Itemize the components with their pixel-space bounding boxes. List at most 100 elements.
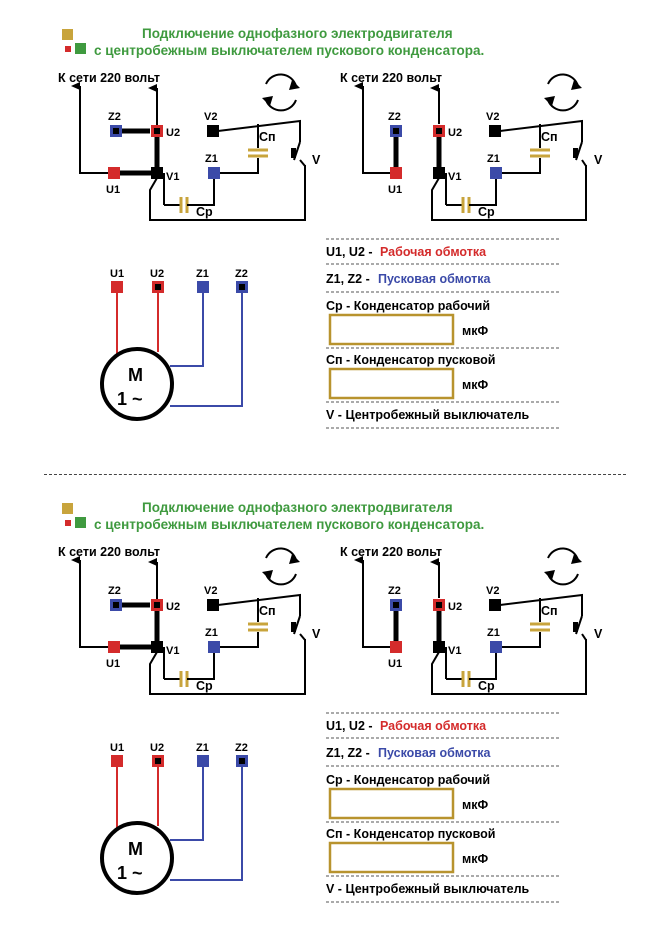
terminal-u1-right bbox=[390, 167, 402, 179]
title-line-2: с центробежным выключателем пускового ко… bbox=[94, 517, 484, 532]
gold-square-icon bbox=[62, 29, 73, 40]
label-v2: V2 bbox=[204, 111, 217, 123]
terminal-z1 bbox=[208, 167, 220, 179]
terminal-v2 bbox=[207, 125, 219, 137]
legend-u-terms: U1, U2 - bbox=[326, 245, 373, 259]
legend-run-cap: Cp - Конденсатор рабочий bbox=[326, 299, 490, 313]
motor-m-label: M bbox=[128, 365, 143, 385]
red-square-icon bbox=[65, 520, 71, 526]
terminal-v2 bbox=[207, 599, 219, 611]
label-u2-right: U2 bbox=[448, 127, 462, 139]
motor-label-u2: U2 bbox=[150, 742, 164, 754]
legend-start-cap: Cп - Конденсатор пусковой bbox=[326, 827, 495, 841]
motor-label-z2: Z2 bbox=[235, 742, 248, 754]
run-capacitor-label-right: Cp bbox=[478, 679, 495, 693]
motor-circle bbox=[100, 821, 174, 895]
terminal-u1 bbox=[108, 167, 120, 179]
legend-mkf-1: мкФ bbox=[462, 324, 489, 338]
motor-terminal-z1 bbox=[197, 281, 209, 293]
legend-start-winding: Пусковая обмотка bbox=[378, 746, 492, 760]
label-v2: V2 bbox=[204, 585, 217, 597]
label-v2-right: V2 bbox=[486, 111, 499, 123]
terminal-u1 bbox=[108, 641, 120, 653]
legend-start-cap: Cп - Конденсатор пусковой bbox=[326, 353, 495, 367]
label-z2: Z2 bbox=[108, 111, 121, 123]
terminal-v2-right bbox=[489, 599, 501, 611]
terminal-v1-right bbox=[433, 641, 445, 653]
label-z1-right: Z1 bbox=[487, 153, 500, 165]
label-z1-right: Z1 bbox=[487, 627, 500, 639]
header: Подключение однофазного электродвигателя… bbox=[62, 26, 484, 58]
legend-z-terms: Z1, Z2 - bbox=[326, 272, 370, 286]
network-label-left: К сети 220 вольт bbox=[58, 545, 160, 559]
terminal-v2-right bbox=[489, 125, 501, 137]
header: Подключение однофазного электродвигателя… bbox=[62, 500, 484, 532]
legend-switch: V - Центробежный выключатель bbox=[326, 882, 530, 896]
green-square-icon bbox=[75, 517, 86, 528]
label-z1: Z1 bbox=[205, 627, 218, 639]
switch-label-right: V bbox=[594, 627, 603, 641]
green-square-icon bbox=[75, 43, 86, 54]
label-z2-right: Z2 bbox=[388, 111, 401, 123]
motor-label-u1: U1 bbox=[110, 742, 124, 754]
rotation-icon-right bbox=[544, 547, 582, 586]
terminal-z1-right bbox=[490, 167, 502, 179]
run-capacitor-label-right: Cp bbox=[478, 205, 495, 219]
legend-mkf-1: мкФ bbox=[462, 798, 489, 812]
motor-terminal-z1 bbox=[197, 755, 209, 767]
start-capacitor-label: Cп bbox=[259, 130, 276, 144]
legend: U1, U2 - Рабочая обмотка Z1, Z2 - Пусков… bbox=[326, 238, 560, 429]
start-cap-value-box[interactable] bbox=[328, 367, 455, 400]
label-z2-right: Z2 bbox=[388, 585, 401, 597]
label-u2: U2 bbox=[166, 127, 180, 139]
motor-m-label: M bbox=[128, 839, 143, 859]
label-u1: U1 bbox=[106, 184, 120, 196]
label-v1: V1 bbox=[166, 171, 179, 183]
legend-run-cap: Cp - Конденсатор рабочий bbox=[326, 773, 490, 787]
label-v1: V1 bbox=[166, 645, 179, 657]
label-z1: Z1 bbox=[205, 153, 218, 165]
motor-terminal-u1 bbox=[111, 755, 123, 767]
switch-label: V bbox=[312, 153, 321, 167]
legend-switch: V - Центробежный выключатель bbox=[326, 408, 530, 422]
gold-square-icon bbox=[62, 503, 73, 514]
label-u1: U1 bbox=[106, 658, 120, 670]
right-schematic: К сети 220 вольт Cp Cп V bbox=[340, 545, 603, 695]
label-u2-right: U2 bbox=[448, 601, 462, 613]
label-v1-right: V1 bbox=[448, 645, 461, 657]
left-schematic: К сети 220 вольт Cp Cп V bbox=[58, 71, 321, 221]
left-schematic: К сети 220 вольт Cp Cп V bbox=[58, 545, 321, 695]
terminal-v1 bbox=[151, 641, 163, 653]
bottom-diagram-sheet: Подключение однофазного электродвигателя… bbox=[0, 474, 670, 948]
title-line-2: с центробежным выключателем пускового ко… bbox=[94, 43, 484, 58]
legend-u-terms: U1, U2 - bbox=[326, 719, 373, 733]
motor-diagram: U1 U2 Z1 Z2 M 1 ~ bbox=[100, 742, 248, 895]
legend-work-winding: Рабочая обмотка bbox=[380, 719, 487, 733]
start-cap-value-box[interactable] bbox=[328, 841, 455, 874]
motor-terminal-u1 bbox=[111, 281, 123, 293]
title-line-1: Подключение однофазного электродвигателя bbox=[142, 500, 453, 515]
motor-label-u1: U1 bbox=[110, 268, 124, 280]
legend-z-terms: Z1, Z2 - bbox=[326, 746, 370, 760]
motor-label-z1: Z1 bbox=[196, 268, 209, 280]
legend-mkf-2: мкФ bbox=[462, 378, 489, 392]
cut-line-divider bbox=[44, 474, 626, 475]
motor-phase-label: 1 ~ bbox=[117, 863, 143, 883]
run-cap-value-box[interactable] bbox=[328, 787, 455, 820]
network-label-right: К сети 220 вольт bbox=[340, 71, 442, 85]
run-capacitor-label: Cp bbox=[196, 205, 213, 219]
label-v1-right: V1 bbox=[448, 171, 461, 183]
start-capacitor-label: Cп bbox=[259, 604, 276, 618]
run-cap-value-box[interactable] bbox=[328, 313, 455, 346]
start-capacitor-label-right: Cп bbox=[541, 604, 558, 618]
start-capacitor-label-right: Cп bbox=[541, 130, 558, 144]
run-capacitor-label: Cp bbox=[196, 679, 213, 693]
legend: U1, U2 - Рабочая обмотка Z1, Z2 - Пусков… bbox=[326, 712, 560, 903]
motor-label-z2: Z2 bbox=[235, 268, 248, 280]
label-u1-right: U1 bbox=[388, 658, 402, 670]
motor-label-u2: U2 bbox=[150, 268, 164, 280]
rotation-icon bbox=[262, 73, 300, 112]
terminal-z1-right bbox=[490, 641, 502, 653]
network-label-left: К сети 220 вольт bbox=[58, 71, 160, 85]
motor-label-z1: Z1 bbox=[196, 742, 209, 754]
